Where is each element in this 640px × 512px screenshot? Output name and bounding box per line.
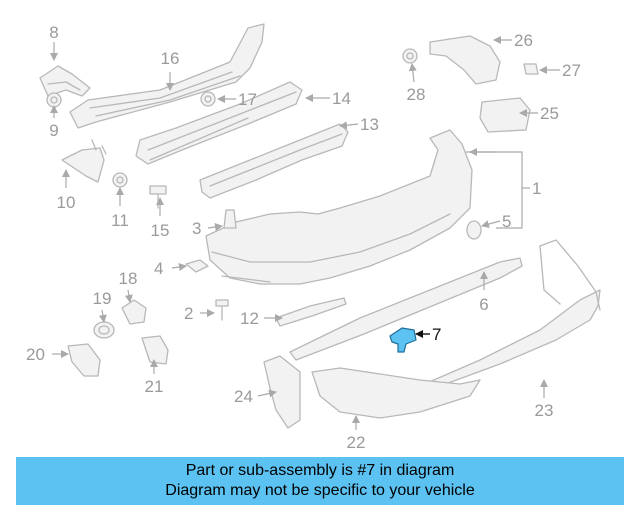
part-12-reflector [275, 297, 347, 327]
callout-12: 12 [240, 309, 259, 328]
part-16-reinforcement [69, 23, 265, 129]
part-25-module [479, 97, 531, 133]
part-1-bumper-cover [205, 129, 473, 285]
part-27-bolt [523, 63, 539, 75]
part-4-retainer [185, 259, 209, 273]
callout-13: 13 [360, 115, 379, 134]
part-7-highlighted [389, 327, 417, 353]
callout-9: 9 [49, 121, 58, 140]
callout-25: 25 [540, 104, 559, 123]
part-15-bolt [149, 185, 167, 209]
callout-24: 24 [234, 387, 253, 406]
part-5-sensor [466, 220, 482, 240]
callout-18: 18 [119, 269, 138, 288]
callout-5: 5 [502, 212, 511, 231]
callout-10: 10 [57, 193, 76, 212]
info-banner: Part or sub-assembly is #7 in diagram Di… [16, 457, 624, 505]
part-3-clip [223, 209, 237, 229]
callout-4: 4 [154, 259, 163, 278]
banner-line-2: Diagram may not be specific to your vehi… [165, 482, 475, 499]
callout-7: 7 [432, 325, 441, 344]
part-11-nut [112, 172, 128, 188]
part-19-ring [93, 321, 115, 339]
callout-19: 19 [93, 289, 112, 308]
callout-20: 20 [26, 345, 45, 364]
callout-2: 2 [184, 304, 193, 323]
part-17-nut [200, 91, 216, 107]
callout-22: 22 [347, 433, 366, 452]
part-18-sensor [121, 299, 147, 325]
callout-17: 17 [238, 90, 257, 109]
part-14-absorber [135, 81, 303, 165]
callout-27: 27 [562, 61, 581, 80]
callout-1: 1 [532, 179, 541, 198]
part-6-trim [289, 257, 523, 361]
parts-diagram: 8 9 10 11 16 17 14 13 15 3 4 2 12 18 19 … [26, 23, 601, 452]
part-26-bracket [429, 35, 501, 85]
callout-8: 8 [49, 23, 58, 42]
part-24-bracket [263, 355, 301, 429]
callout-16: 16 [161, 49, 180, 68]
part-20-bracket [67, 343, 101, 377]
part-2-bolt [215, 299, 229, 321]
callout-28: 28 [407, 85, 426, 104]
part-10-bracket [61, 139, 107, 183]
part-22-lower-section [311, 367, 481, 419]
callout-3: 3 [192, 219, 201, 238]
part-8-side-bracket [39, 65, 91, 97]
leader-lines [50, 36, 560, 430]
callout-14: 14 [332, 89, 351, 108]
part-28-nut [402, 48, 418, 64]
callout-11: 11 [111, 211, 129, 230]
part-9-nut [46, 92, 62, 108]
part-13-impact-bar [199, 123, 349, 199]
callout-23: 23 [535, 401, 554, 420]
callout-26: 26 [514, 31, 533, 50]
callout-21: 21 [145, 377, 164, 396]
part-21-bracket [141, 335, 169, 365]
callout-labels: 8 9 10 11 16 17 14 13 15 3 4 2 12 18 19 … [26, 23, 581, 452]
banner-line-1: Part or sub-assembly is #7 in diagram [185, 462, 455, 479]
callout-15: 15 [151, 221, 170, 240]
callout-6: 6 [479, 295, 488, 314]
